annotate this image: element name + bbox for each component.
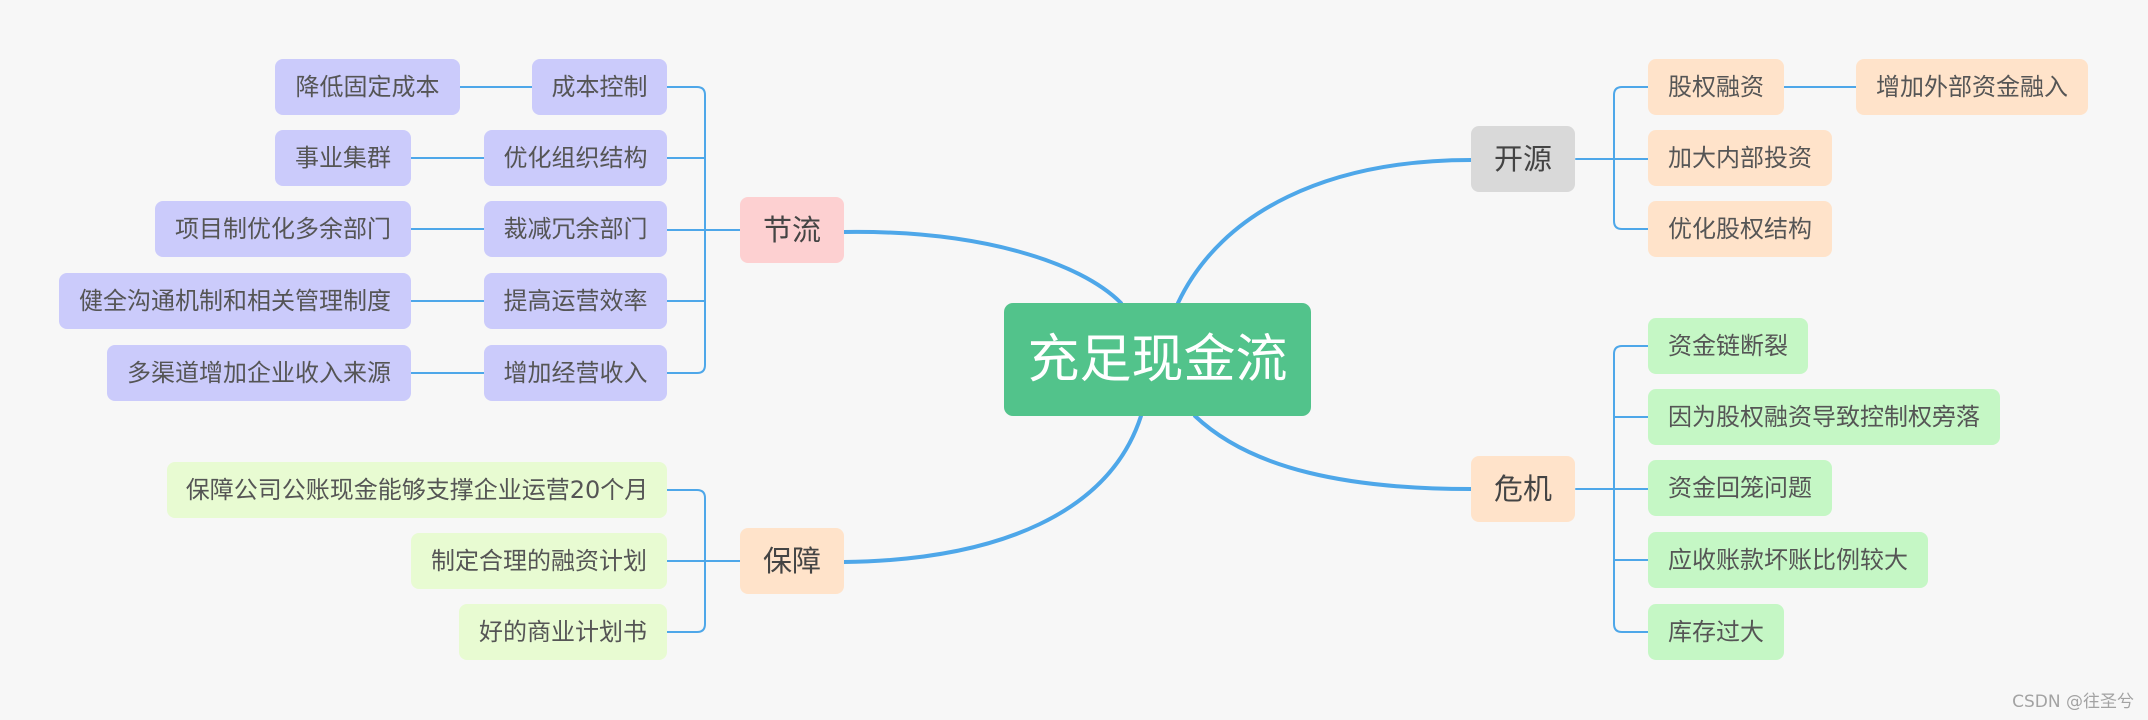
branch-revenue-sources: 开源 [1471, 126, 1575, 192]
subtopic-cost-control: 成本控制 [532, 59, 667, 115]
detail-multi-channel-revenue: 多渠道增加企业收入来源 [107, 345, 411, 401]
bracket-cost-saving [666, 86, 706, 374]
subtopic-capital-chain-break: 资金链断裂 [1648, 318, 1808, 374]
subtopic-cash-reserve-20-months: 保障公司公账现金能够支撑企业运营20个月 [167, 462, 667, 518]
subtopic-increase-operating-revenue: 增加经营收入 [484, 345, 667, 401]
detail-reduce-fixed-costs: 降低固定成本 [275, 59, 460, 115]
subtopic-cut-redundant-departments: 裁减冗余部门 [484, 201, 667, 257]
connector-center-to-safeguard [842, 414, 1143, 564]
subtopic-bad-debt-ratio: 应收账款坏账比例较大 [1648, 532, 1928, 588]
detail-external-funding: 增加外部资金融入 [1856, 59, 2088, 115]
branch-crisis: 危机 [1471, 456, 1575, 522]
connector-center-to-cost-saving [842, 229, 1123, 305]
subtopic-excess-inventory: 库存过大 [1648, 604, 1784, 660]
subtopic-financing-plan: 制定合理的融资计划 [411, 533, 667, 589]
detail-project-based-optimization: 项目制优化多余部门 [155, 201, 411, 257]
connector-center-to-revenue [1176, 158, 1473, 305]
connector-group [410, 86, 1857, 633]
branch-safeguard: 保障 [740, 528, 844, 594]
subtopic-internal-investment: 加大内部投资 [1648, 130, 1832, 186]
detail-communication-mechanism: 健全沟通机制和相关管理制度 [59, 273, 411, 329]
subtopic-cash-collection: 资金回笼问题 [1648, 460, 1832, 516]
subtopic-optimize-org-structure: 优化组织结构 [484, 130, 667, 186]
bracket-crisis [1613, 345, 1649, 633]
bracket-revenue [1613, 86, 1649, 230]
branch-cost-saving: 节流 [740, 197, 844, 263]
detail-business-clusters: 事业集群 [275, 130, 411, 186]
subtopic-equity-financing: 股权融资 [1648, 59, 1784, 115]
connector-center-to-crisis [1193, 414, 1473, 491]
subtopic-loss-of-control: 因为股权融资导致控制权旁落 [1648, 389, 2000, 445]
central-topic: 充足现金流 [1004, 303, 1311, 416]
watermark: CSDN @往圣兮 [2012, 692, 2134, 712]
bracket-safeguard [666, 489, 706, 633]
subtopic-optimize-equity-structure: 优化股权结构 [1648, 201, 1832, 257]
subtopic-business-plan: 好的商业计划书 [459, 604, 667, 660]
subtopic-improve-operating-efficiency: 提高运营效率 [484, 273, 667, 329]
